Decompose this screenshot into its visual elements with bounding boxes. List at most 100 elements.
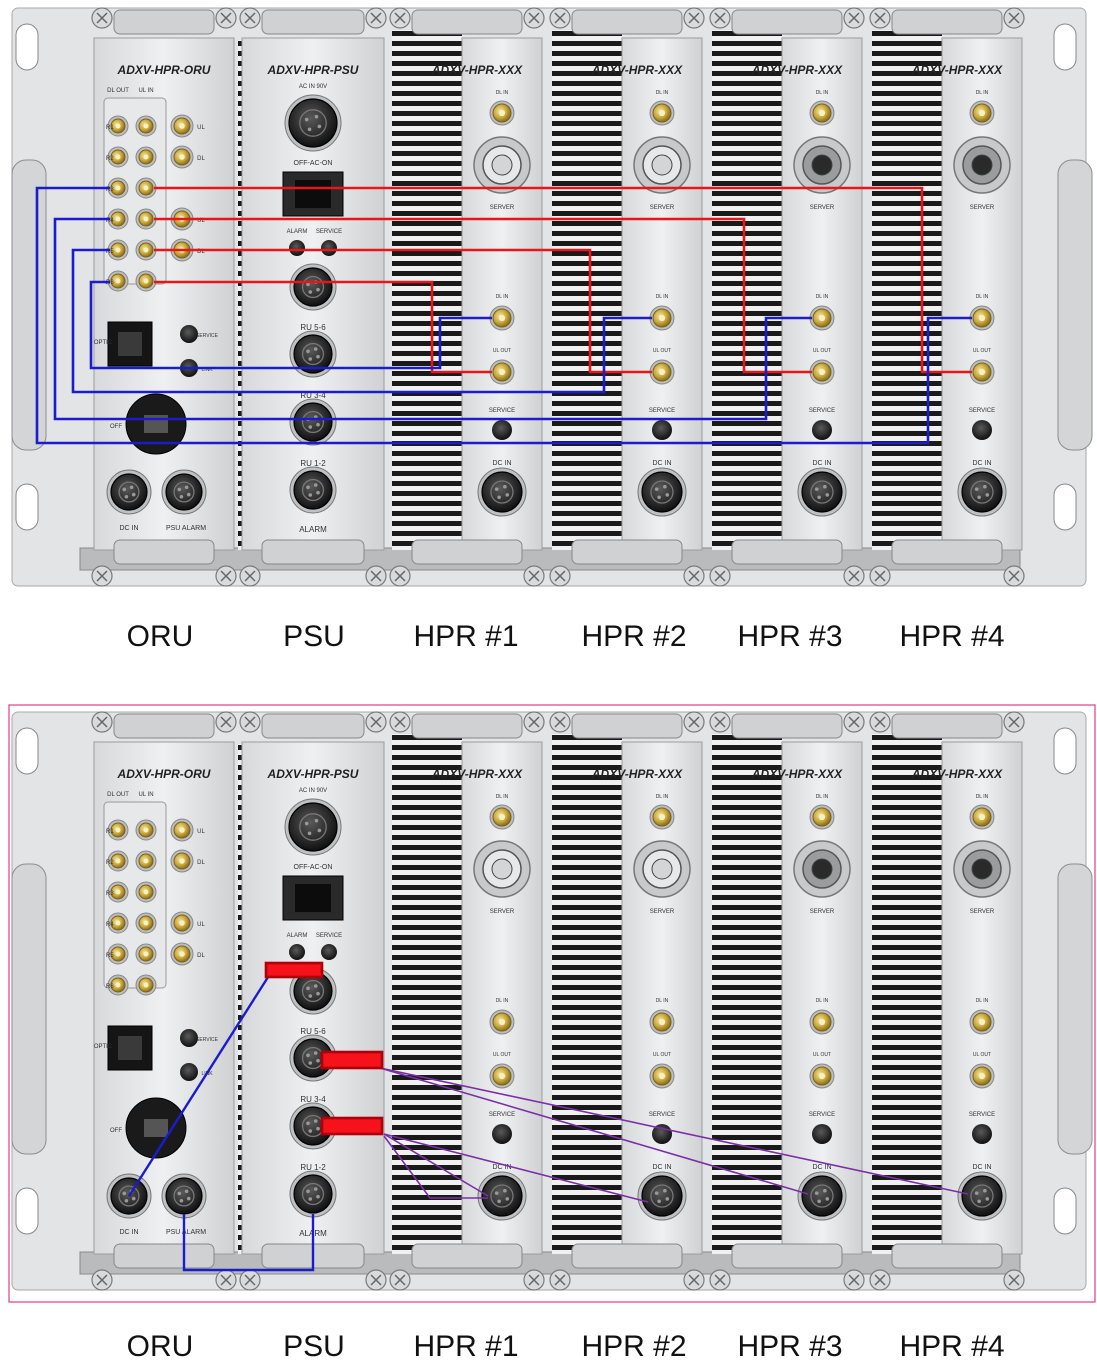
psu-ac-in-pin xyxy=(314,818,319,823)
oru-service-label: SERVICE xyxy=(196,1037,219,1043)
oru-dc-in-pin xyxy=(122,487,127,492)
psu-connector-ru56-pin xyxy=(306,282,310,287)
psu-connector-alarm-pin xyxy=(316,1194,320,1199)
hpr-dc-in-inner xyxy=(970,480,994,504)
hpr-dc-in xyxy=(801,471,843,513)
screw-slot xyxy=(220,716,232,728)
hpr-dc-in-label: DC IN xyxy=(972,1164,991,1171)
ac-in-label: AC IN 90V xyxy=(299,84,327,90)
hpr-dc-in-pin xyxy=(823,1188,827,1193)
oru-ul-port-pin xyxy=(143,920,149,926)
psu-switch-rocker xyxy=(295,180,331,208)
module-header: ADXV-HPR-XXX xyxy=(911,767,1003,781)
hpr-service-label: SERVICE xyxy=(489,408,515,414)
screw-slot xyxy=(848,12,860,24)
hpr-dl-port-pin xyxy=(818,314,826,322)
top-handle xyxy=(571,713,683,739)
rf-dl-cable xyxy=(154,217,812,374)
rf-ul-cable xyxy=(71,248,652,394)
top-handle xyxy=(261,9,365,35)
hpr-dl-port-pin xyxy=(978,314,986,322)
dl-out-label: DL OUT xyxy=(107,88,129,94)
hpr-top-label: DL IN xyxy=(496,90,509,96)
hpr-heatsink xyxy=(392,734,462,1254)
oru-psu-alarm-pin xyxy=(184,485,189,490)
oru-off-label: OFF xyxy=(110,424,122,430)
ru12-label: RU 1-2 xyxy=(300,1163,326,1172)
rack-ear-slot xyxy=(15,727,39,775)
hpr-dl-label: DL IN xyxy=(496,998,509,1004)
psu-connector-ru12 xyxy=(293,402,333,442)
module-header: ADXV-HPR-PSU xyxy=(267,63,359,77)
oru-service-button xyxy=(180,325,198,343)
hpr-ul-label: UL OUT xyxy=(493,348,511,354)
oru-port-label: R3 xyxy=(106,891,114,897)
hpr-dc-in-pin xyxy=(665,493,670,497)
hpr-server-core xyxy=(811,858,833,880)
psu-connector-ru56-pin xyxy=(306,986,310,991)
oru-service-label: SERVICE xyxy=(196,333,219,339)
hpr-service-label: SERVICE xyxy=(809,408,835,414)
oru-psu-alarm-pin xyxy=(179,1198,184,1203)
hpr-dc-in-pin xyxy=(663,1188,667,1193)
module-caption: HPR #4 xyxy=(899,1330,1004,1362)
psu-ac-in xyxy=(288,802,338,852)
oru-psu-alarm-inner xyxy=(173,1185,195,1207)
hpr-heatsink xyxy=(872,734,942,1254)
hpr-dc-in-pin xyxy=(654,1191,659,1195)
hpr-ul-label: UL OUT xyxy=(973,348,991,354)
module-caption: PSU xyxy=(283,1330,345,1362)
oru-side-port-pin xyxy=(179,920,185,926)
screw-slot xyxy=(96,1274,108,1286)
oru-link-label: LINK xyxy=(201,367,213,373)
oru-port-label: R6 xyxy=(106,280,114,286)
screw-slot xyxy=(220,1274,232,1286)
bottom-handle xyxy=(731,539,843,565)
power-cable xyxy=(383,1133,489,1197)
screw-slot xyxy=(394,570,406,582)
psu-connector-ru34-pin xyxy=(313,1051,318,1055)
screw-slot xyxy=(848,570,860,582)
psu-connector-ru34-pin xyxy=(308,357,313,361)
hpr-server-label: SERVER xyxy=(970,909,995,915)
rf-dl-cable xyxy=(154,248,652,374)
top-handle xyxy=(113,713,215,739)
top-handle xyxy=(411,713,523,739)
hpr-dc-in-pin xyxy=(505,493,510,497)
oru-port-label: R2 xyxy=(106,860,114,866)
hpr-dc-in-label: DC IN xyxy=(972,460,991,467)
screw-slot xyxy=(244,12,256,24)
oru-off-label: OFF xyxy=(110,1128,122,1134)
rack-ear-slot xyxy=(1053,1187,1077,1235)
hpr-dc-in-pin xyxy=(814,1191,819,1195)
hpr-service-label: SERVICE xyxy=(489,1112,515,1118)
hpr-ul-label: UL OUT xyxy=(973,1052,991,1058)
hpr-dc-in-inner xyxy=(490,1184,514,1208)
hpr-ul-label: UL OUT xyxy=(493,1052,511,1058)
hpr-dc-in-pin xyxy=(494,487,499,491)
oru-port-label: R1 xyxy=(106,829,114,835)
top-handle xyxy=(891,9,1003,35)
psu-connector-ru34-pin xyxy=(313,347,318,351)
hpr-dc-in-pin xyxy=(985,493,990,497)
module-header: ADXV-HPR-XXX xyxy=(911,63,1003,77)
oru-side-label: UL xyxy=(197,829,205,835)
psu-connector-ru12-pin xyxy=(316,422,320,427)
psu-connector-ru56 xyxy=(293,267,333,307)
hpr-top-port-pin xyxy=(818,813,826,821)
screw-slot xyxy=(714,1274,726,1286)
bottom-handle xyxy=(731,1243,843,1269)
hpr-server-core xyxy=(651,154,673,176)
psu-alarm-led xyxy=(289,944,305,960)
oru-side-port-pin xyxy=(179,951,185,957)
psu-connector-ru12-pin xyxy=(313,1119,318,1123)
oru-ul-port-pin xyxy=(143,889,149,895)
bottom-handle xyxy=(113,539,215,565)
bottom-handle xyxy=(261,539,365,565)
hpr-ul-port-pin xyxy=(978,368,986,376)
oru-port-block xyxy=(103,801,167,989)
module-caption: HPR #2 xyxy=(581,620,686,653)
screw-slot xyxy=(370,1274,382,1286)
